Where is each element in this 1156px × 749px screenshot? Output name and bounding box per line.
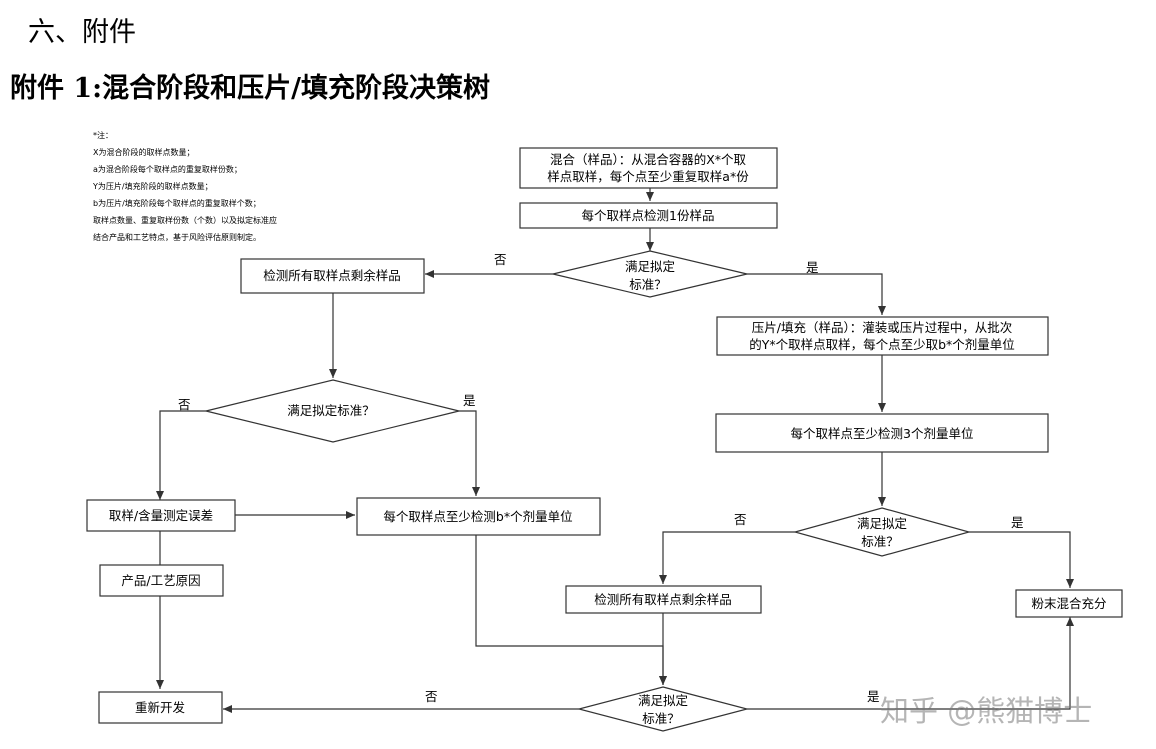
- edge-dec1-yes: [747, 273, 886, 315]
- node-text: 标准？: [642, 711, 680, 726]
- attachment-title: 附件 1:混合阶段和压片/填充阶段决策树: [10, 73, 491, 104]
- node-text: 重新开发: [135, 700, 186, 715]
- node-text: 满足拟定标准？: [287, 403, 375, 418]
- edge-label-yes: 是: [867, 689, 880, 704]
- node-test-one: 每个取样点检测1份样品: [519, 202, 778, 229]
- node-text: 每个取样点至少检测b*个剂量单位: [383, 509, 572, 524]
- node-remaining-right: 检测所有取样点剩余样品: [565, 585, 762, 614]
- node-text: 产品/工艺原因: [121, 573, 200, 588]
- edge-dec3-yes: [969, 531, 1074, 588]
- node-sampling-error: 取样/含量测定误差: [86, 499, 236, 532]
- edge-label-yes: 是: [1011, 515, 1024, 530]
- edge-label-no: 否: [734, 512, 747, 527]
- node-text: 标准？: [861, 534, 899, 549]
- edge-dec2-yes: [459, 410, 480, 496]
- node-remaining-left: 检测所有取样点剩余样品: [240, 258, 425, 294]
- node-restart: 重新开发: [98, 691, 223, 724]
- note-line: a为混合阶段每个取样点的重复取样份数；: [93, 165, 242, 174]
- edge-label-no: 否: [425, 689, 438, 704]
- note-line: Y为压片/填充阶段的取样点数量；: [93, 182, 213, 191]
- edge-label-no: 否: [494, 252, 507, 267]
- node-text: 样点取样，每个点至少重复取样a*份: [547, 169, 749, 184]
- node-text: 粉末混合充分: [1031, 596, 1106, 611]
- node-text: 检测所有取样点剩余样品: [594, 592, 732, 607]
- connectors: [156, 188, 1074, 713]
- node-text: 满足拟定: [625, 259, 675, 274]
- decision-1: 满足拟定 标准？: [552, 250, 748, 298]
- decision-4: 满足拟定 标准？: [576, 686, 750, 732]
- node-text: 每个取样点至少检测3个剂量单位: [791, 426, 974, 441]
- node-test-b: 每个取样点至少检测b*个剂量单位: [356, 497, 601, 536]
- edge-label-yes: 是: [463, 393, 476, 408]
- node-tablet: 压片/填充（样品）：灌装或压片过程中，从批次 的Y*个取样点取样，每个点至少取b…: [716, 316, 1049, 356]
- node-product-cause: 产品/工艺原因: [99, 564, 224, 597]
- section-heading: 六、附件: [28, 17, 136, 48]
- decision-3: 满足拟定 标准？: [792, 507, 972, 557]
- decision-2: 满足拟定标准？: [205, 379, 460, 443]
- node-text: 取样/含量测定误差: [109, 508, 213, 523]
- edge-label-no: 否: [178, 397, 191, 412]
- edge-label-yes: 是: [806, 260, 819, 275]
- note-line: b为压片/填充阶段每个取样点的重复取样个数；: [93, 199, 261, 208]
- node-text: 的Y*个取样点取样，每个点至少取b*个剂量单位: [749, 337, 1015, 352]
- edge-dec3-no: [659, 531, 795, 584]
- node-mix: 混合（样品）：从混合容器的X*个取 样点取样，每个点至少重复取样a*份: [519, 147, 778, 189]
- note-line: 结合产品和工艺特点，基于风险评估原则制定。: [93, 233, 261, 242]
- edge-dec2-no: [156, 410, 206, 500]
- node-text: 标准？: [629, 277, 667, 292]
- node-text: 压片/填充（样品）：灌装或压片过程中，从批次: [752, 320, 1012, 335]
- node-test-three: 每个取样点至少检测3个剂量单位: [715, 413, 1049, 453]
- notes-block: *注： X为混合阶段的取样点数量； a为混合阶段每个取样点的重复取样份数； Y为…: [93, 127, 353, 246]
- node-text: 满足拟定: [857, 516, 907, 531]
- watermark: 知乎 @熊猫博士: [880, 694, 1093, 728]
- node-text: 混合（样品）：从混合容器的X*个取: [550, 152, 747, 167]
- note-line: X为混合阶段的取样点数量；: [93, 148, 195, 157]
- node-text: 满足拟定: [638, 693, 688, 708]
- node-powder-mixed: 粉末混合充分: [1015, 589, 1123, 618]
- node-text: 每个取样点检测1份样品: [582, 208, 715, 223]
- node-text: 检测所有取样点剩余样品: [263, 268, 401, 283]
- edge-dec4-yes: [747, 617, 1074, 710]
- note-line: *注：: [93, 131, 113, 140]
- note-line: 取样点数量、重复取样份数（个数）以及拟定标准应: [93, 216, 277, 225]
